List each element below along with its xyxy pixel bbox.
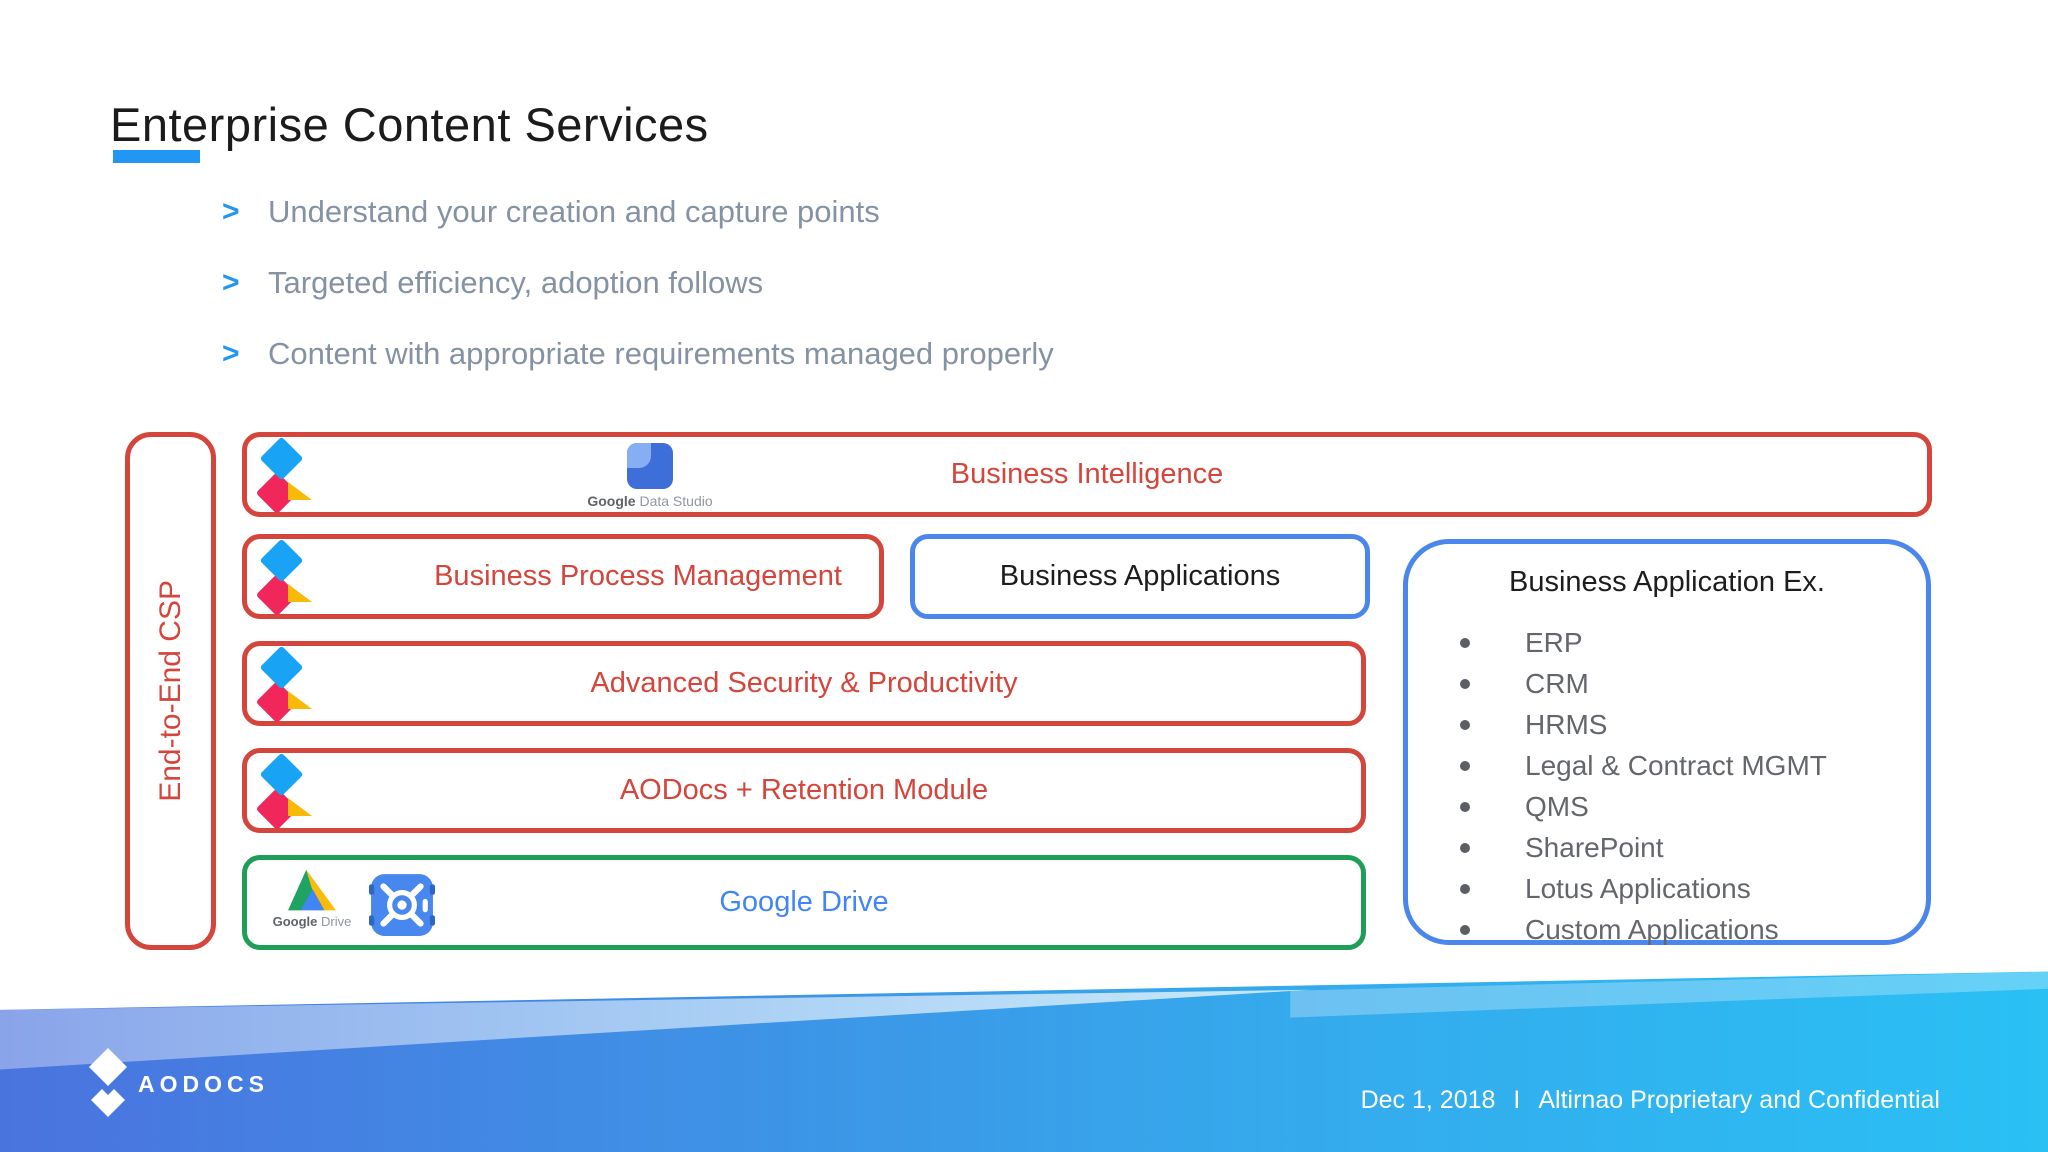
row-label-business-applications: Business Applications bbox=[999, 560, 1281, 592]
bullet-item: > Understand your creation and capture p… bbox=[222, 190, 1054, 234]
end-to-end-csp-box: End-to-End CSP bbox=[125, 432, 216, 950]
aodocs-logo: AODOCS bbox=[88, 1048, 269, 1120]
footer bbox=[0, 960, 2048, 1152]
chevron-icon: > bbox=[222, 195, 240, 228]
row-label-business-intelligence: Business Intelligence bbox=[950, 458, 1224, 490]
bullet-item: > Targeted efficiency, adoption follows bbox=[222, 261, 1054, 305]
list-item: Custom Applications bbox=[1460, 909, 1827, 950]
footer-separator: I bbox=[1513, 1086, 1521, 1114]
bullet-dot-icon bbox=[1460, 637, 1470, 648]
footer-date: Dec 1, 2018 bbox=[1360, 1086, 1496, 1114]
list-item: Legal & Contract MGMT bbox=[1460, 745, 1827, 786]
row-business-intelligence: Google Data Studio Business Intelligence bbox=[242, 432, 1932, 517]
bullet-item: > Content with appropriate requirements … bbox=[222, 332, 1054, 376]
bullet-dot-icon bbox=[1460, 924, 1470, 935]
row-business-applications: Business Applications bbox=[910, 534, 1370, 619]
list-item: QMS bbox=[1460, 786, 1827, 827]
google-vault-icon bbox=[369, 874, 435, 936]
bullet-dot-icon bbox=[1460, 801, 1470, 812]
aodocs-logo-text: AODOCS bbox=[138, 1070, 269, 1097]
aodocs-icon bbox=[255, 436, 317, 520]
end-to-end-csp-label: End-to-End CSP bbox=[153, 580, 187, 802]
bullet-text: Understand your creation and capture poi… bbox=[268, 194, 880, 229]
chevron-icon: > bbox=[222, 337, 240, 370]
row-advanced-security: Advanced Security & Productivity bbox=[242, 641, 1366, 726]
example-list: ERP CRM HRMS Legal & Contract MGMT QMS S… bbox=[1460, 622, 1827, 950]
row-label-business-process-management: Business Process Management bbox=[434, 560, 842, 592]
list-item: ERP bbox=[1460, 622, 1827, 663]
footer-confidential: Altirnao Proprietary and Confidential bbox=[1538, 1086, 1940, 1114]
row-google-drive: Google Drive Google Drive bbox=[242, 855, 1366, 950]
google-data-studio-icon bbox=[627, 443, 673, 489]
page-title: Enterprise Content Services bbox=[110, 98, 709, 152]
bullet-dot-icon bbox=[1460, 678, 1470, 689]
business-application-examples-box: Business Application Ex. ERP CRM HRMS Le… bbox=[1403, 539, 1931, 945]
bullet-dot-icon bbox=[1460, 760, 1470, 771]
aodocs-icon bbox=[255, 538, 317, 622]
aodocs-icon bbox=[255, 752, 317, 836]
footer-note: Dec 1, 2018 I Altirnao Proprietary and C… bbox=[1361, 1086, 1940, 1115]
row-label-advanced-security: Advanced Security & Productivity bbox=[590, 667, 1018, 699]
list-item: CRM bbox=[1460, 663, 1827, 704]
google-drive-icon bbox=[288, 869, 336, 911]
list-item: SharePoint bbox=[1460, 827, 1827, 868]
google-data-studio-caption: Google Data Studio bbox=[587, 493, 713, 509]
title-underline-bar bbox=[113, 150, 200, 163]
list-item: HRMS bbox=[1460, 704, 1827, 745]
row-label-google-drive: Google Drive bbox=[719, 886, 889, 918]
list-item: Lotus Applications bbox=[1460, 868, 1827, 909]
aodocs-icon bbox=[255, 645, 317, 729]
bullet-text: Targeted efficiency, adoption follows bbox=[268, 265, 764, 300]
bullet-dot-icon bbox=[1460, 719, 1470, 730]
google-drive-caption: Google Drive bbox=[272, 914, 352, 929]
aodocs-logo-icon bbox=[89, 1048, 127, 1117]
bullet-dot-icon bbox=[1460, 883, 1470, 894]
bullet-dot-icon bbox=[1460, 842, 1470, 853]
bullet-text: Content with appropriate requirements ma… bbox=[268, 336, 1054, 371]
google-data-studio-logo: Google Data Studio bbox=[575, 443, 725, 509]
chevron-icon: > bbox=[222, 266, 240, 299]
row-business-process-management: Business Process Management bbox=[242, 534, 884, 619]
google-drive-logo: Google Drive bbox=[257, 868, 367, 929]
row-aodocs-retention: AODocs + Retention Module bbox=[242, 748, 1366, 833]
bullet-list: > Understand your creation and capture p… bbox=[222, 190, 1054, 403]
example-box-title: Business Application Ex. bbox=[1509, 566, 1825, 598]
row-label-aodocs-retention: AODocs + Retention Module bbox=[619, 774, 989, 806]
